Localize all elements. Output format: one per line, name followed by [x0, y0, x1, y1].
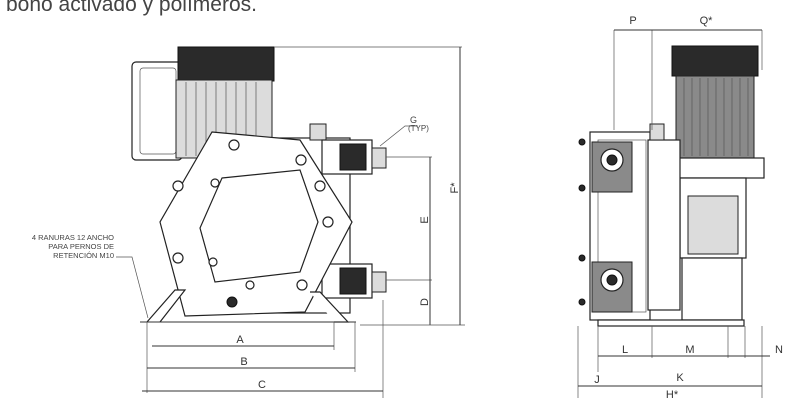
side-bolts [578, 138, 586, 306]
dim-g-label: G [410, 115, 417, 125]
dim-a-label: A [236, 334, 244, 346]
pump-head-bolts [172, 139, 334, 308]
side-motor-fins [683, 78, 749, 156]
dim-q-label: Q* [700, 15, 714, 27]
side-pedestal [681, 257, 743, 321]
side-breather-cap [649, 123, 665, 141]
slot-note-line-3: RETENCIÓN M10 [53, 251, 114, 260]
front-view: A B C D E F* G (TYP) 4 RANURAS 12 ANCHO … [32, 46, 465, 398]
g-leader [379, 125, 418, 147]
dim-e-label: E [419, 216, 431, 223]
side-motor-body [675, 75, 755, 159]
lower-port-fitting [371, 271, 387, 293]
dim-l-label: L [622, 344, 628, 356]
front-dimensions [116, 46, 465, 398]
dim-f-label: F* [449, 182, 461, 194]
dim-h-label: H* [666, 389, 679, 400]
dim-k-label: K [676, 372, 684, 384]
dim-j-label: J [594, 374, 600, 386]
dim-d-label: D [419, 298, 431, 306]
slot-note-line-1: 4 RANURAS 12 ANCHO [32, 233, 114, 242]
motor-fan-cover [177, 46, 275, 82]
left-foot [146, 289, 187, 323]
side-gearbox-coupling [687, 195, 739, 255]
header-text: bono activado y polímeros. [6, 0, 257, 16]
dim-b-label: B [240, 356, 247, 368]
side-view: P Q* L M N J K H* [577, 15, 783, 400]
dim-p-label: P [629, 15, 636, 27]
lower-port-clamp [339, 267, 367, 295]
pump-head-window [199, 169, 319, 283]
upper-port-fitting [371, 147, 387, 169]
slot-note-leader [116, 256, 149, 319]
motor-terminal-box [131, 61, 183, 161]
dim-n-label: N [775, 344, 783, 356]
side-dimensions [577, 29, 770, 398]
dim-m-label: M [685, 344, 694, 356]
dim-g-typ: (TYP) [408, 124, 429, 133]
upper-port-clamp [339, 143, 367, 171]
breather-cap [309, 123, 327, 141]
side-base-plate [597, 319, 745, 327]
side-housing [647, 139, 681, 311]
dim-c-label: C [258, 379, 266, 391]
slot-note-line-2: PARA PERNOS DE [48, 242, 114, 251]
side-motor-fan-cover [671, 45, 759, 77]
